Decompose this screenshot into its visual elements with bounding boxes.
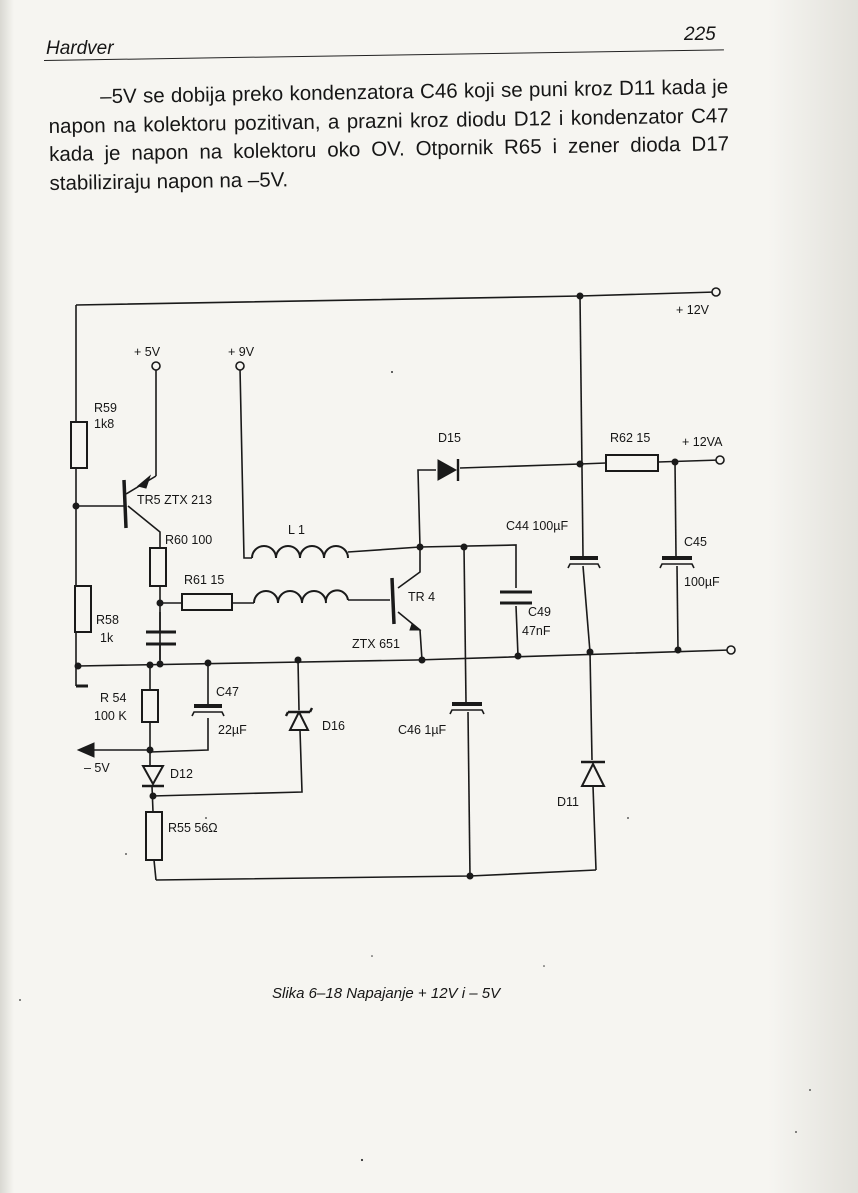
label-r61: R61 15	[184, 573, 224, 587]
capacitor-c44	[567, 556, 601, 569]
wires	[75, 291, 731, 881]
label-plus12va: + 12VA	[682, 435, 723, 449]
resistor-r61	[181, 593, 233, 611]
resistor-r58	[74, 585, 92, 633]
transistor-tr4	[390, 577, 422, 631]
label-minus5v: – 5V	[84, 761, 110, 775]
capacitor-c45	[659, 556, 695, 569]
page-gutter-shadow	[768, 0, 858, 1193]
label-ztx651: ZTX 651	[352, 637, 400, 651]
label-c44: C44 100µF	[506, 519, 568, 533]
label-r60: R60 100	[165, 533, 212, 547]
diode-d11	[580, 760, 606, 787]
label-l1: L 1	[288, 523, 305, 537]
diode-d15	[437, 459, 460, 481]
label-plus5v: + 5V	[134, 345, 161, 359]
scan-speckles	[19, 371, 811, 1162]
label-r55: R55 56Ω	[168, 821, 218, 835]
output-arrow-icon	[76, 742, 95, 758]
label-d12: D12	[170, 767, 193, 781]
capacitor-c49	[500, 590, 532, 605]
label-plus9v: + 9V	[228, 345, 255, 359]
label-r59-value: 1k8	[94, 417, 114, 431]
inductors	[251, 545, 349, 604]
transistor-tr5	[122, 474, 157, 529]
label-tr4: TR 4	[408, 590, 435, 604]
resistor-r60	[149, 547, 167, 587]
resistors	[70, 421, 659, 861]
label-c47: C47	[216, 685, 239, 699]
label-c46: C46 1µF	[398, 723, 447, 737]
inductor-l1-upper	[251, 545, 349, 559]
capacitor-c47	[191, 704, 225, 717]
label-d15: D15	[438, 431, 461, 445]
diodes	[141, 459, 606, 788]
label-c49-value: 47nF	[522, 624, 551, 638]
label-c47-value: 22µF	[218, 723, 247, 737]
label-c45: C45	[684, 535, 707, 549]
label-c49: C49	[528, 605, 551, 619]
resistor-r54	[141, 689, 159, 723]
junction-dots	[72, 292, 682, 880]
label-r58: R58	[96, 613, 119, 627]
running-head: Hardver	[46, 38, 114, 59]
resistor-r55	[145, 811, 163, 861]
resistor-r59	[70, 421, 88, 469]
label-plus12v: + 12V	[676, 303, 710, 317]
label-r54-value: 100 K	[94, 709, 127, 723]
label-c45-value: 100µF	[684, 575, 720, 589]
capacitor-c46	[449, 702, 485, 715]
label-r62: R62 15	[610, 431, 650, 445]
figure-caption: Slika 6–18 Napajanje + 12V i – 5V	[272, 985, 501, 1002]
terminals	[151, 287, 736, 655]
inductor-l1-lower	[253, 589, 349, 604]
diode-d12	[141, 765, 165, 788]
label-tr5: TR5 ZTX 213	[137, 493, 212, 507]
page-number: 225	[684, 24, 716, 45]
diode-d16	[284, 707, 314, 731]
label-r59: R59	[94, 401, 117, 415]
label-r54: R 54	[100, 691, 126, 705]
schematic-labels: + 12V + 5V + 9V R59 1k8 TR5 ZTX 213 R60 …	[84, 303, 723, 835]
label-d16: D16	[322, 719, 345, 733]
resistor-r62	[605, 454, 659, 472]
label-r58-value: 1k	[100, 631, 114, 645]
capacitors	[146, 556, 695, 717]
page-edge-shadow	[0, 0, 14, 1193]
label-d11: D11	[557, 795, 579, 809]
capacitor-unlabeled	[146, 612, 176, 660]
transistors	[122, 474, 422, 631]
